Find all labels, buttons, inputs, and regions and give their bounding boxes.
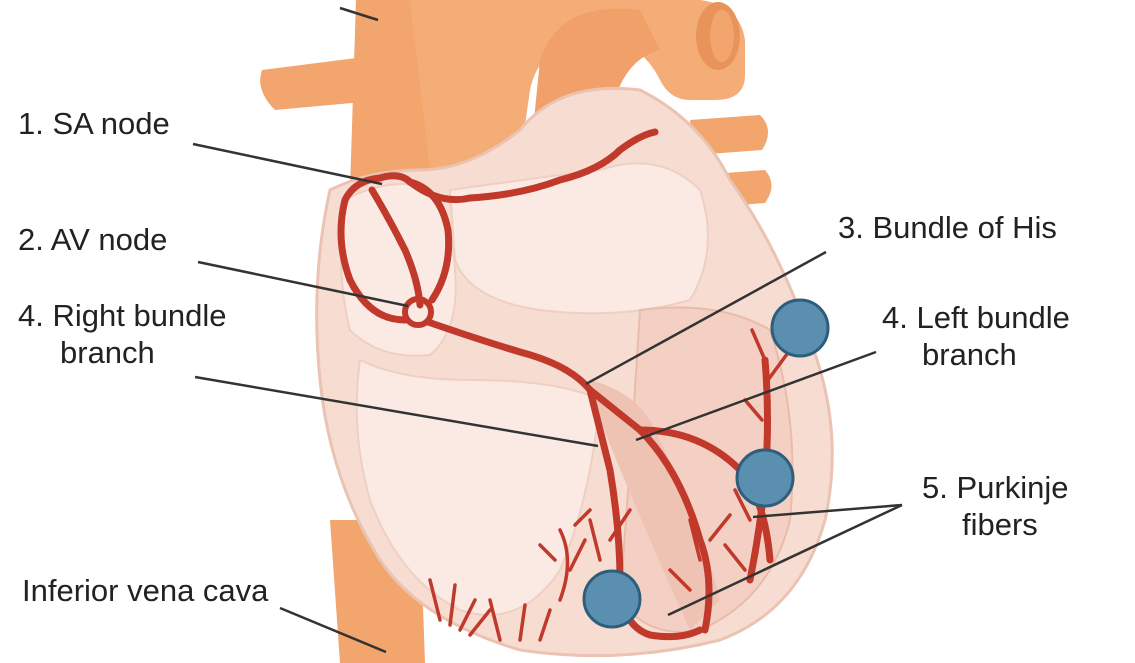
label-purkinje-line2: fibers [922,507,1068,544]
label-sa-node: 1. SA node [18,106,170,143]
label-purkinje-fibers: 5. Purkinje fibers [922,470,1068,543]
electrode-marker-lower [584,571,640,627]
label-right-bundle-branch: 4. Right bundle branch [18,298,227,371]
electrode-marker-middle [737,450,793,506]
label-bundle-of-his: 3. Bundle of His [838,210,1057,247]
label-av-node: 2. AV node [18,222,167,259]
label-inferior-vena-cava: Inferior vena cava [22,573,268,610]
label-right-bundle-line2: branch [18,335,227,372]
label-left-bundle-branch: 4. Left bundle branch [882,300,1070,373]
electrode-marker-upper [772,300,828,356]
label-left-bundle-line2: branch [882,337,1070,374]
left-atrium [450,163,708,313]
